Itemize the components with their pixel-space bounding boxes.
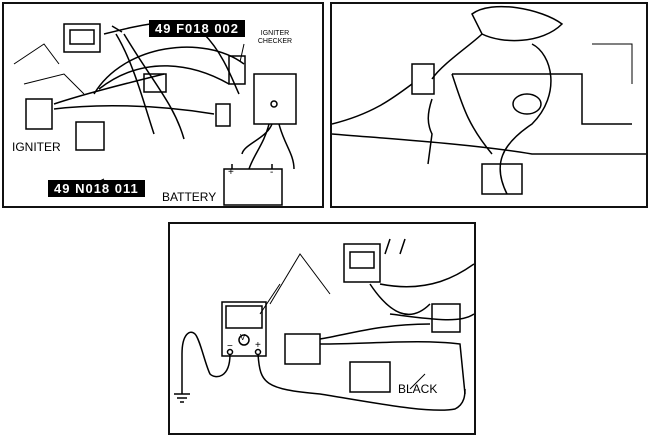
tester-clip — [471, 5, 564, 42]
voltmeter-symbol: V — [240, 333, 246, 342]
battery-body — [223, 168, 283, 206]
tool-code-checker: 49 F018 002 — [149, 20, 246, 37]
connector-block — [343, 243, 381, 283]
connector-block — [63, 23, 101, 53]
battery-label: BATTERY — [162, 190, 217, 204]
igniter-label: IGNITER — [12, 140, 61, 154]
black-wire-label: BLACK — [398, 382, 438, 396]
tool-code-harness: 49 N018 011 — [48, 180, 145, 197]
harness-connector — [75, 121, 105, 151]
voltmeter-connection-panel: V − + BLACK — [168, 222, 476, 435]
positive-lead — [257, 353, 466, 411]
battery-plus: + — [228, 167, 234, 178]
igniter-body — [284, 333, 321, 365]
battery-minus: - — [270, 167, 274, 178]
engine-bay-panel — [330, 2, 648, 208]
igniter-checker-connection-panel: 49 F018 002 IGNITER CHECKER IGNITER 49 N… — [2, 2, 324, 208]
igniter-checker-label: IGNITER CHECKER — [257, 30, 293, 45]
voltmeter-illustration — [174, 238, 474, 411]
checker-box — [253, 73, 297, 125]
voltmeter-body — [221, 301, 267, 357]
igniter-body — [25, 98, 53, 130]
ground-lead — [181, 331, 231, 394]
harness-connector — [349, 361, 391, 393]
voltmeter-minus: − — [227, 341, 233, 352]
voltmeter-plus: + — [255, 340, 261, 351]
engine-bay-illustration — [332, 5, 646, 195]
harness-illustration — [13, 21, 297, 206]
